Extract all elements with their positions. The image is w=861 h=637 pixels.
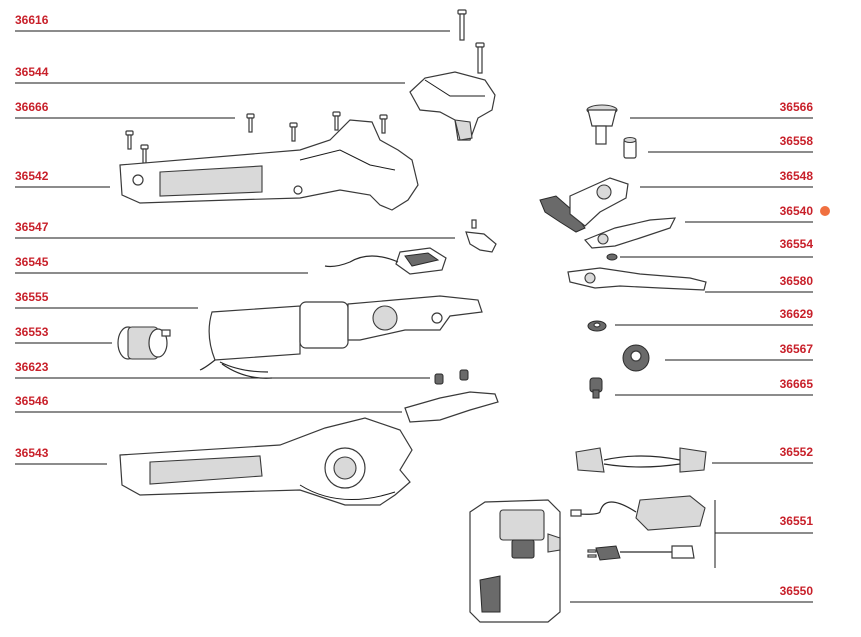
label-36558[interactable]: 36558 [780,134,814,148]
part-36545-circuit-board [324,247,447,275]
label-36554[interactable]: 36554 [780,237,814,251]
label-36546[interactable]: 36546 [15,394,49,408]
part-36665-screw [589,377,603,399]
part-36623-screws [434,369,469,385]
part-36546-trigger [404,391,499,423]
label-36629[interactable]: 36629 [780,307,814,321]
part-36554-washer [606,253,618,261]
part-36616-screws [457,9,485,74]
part-36553-connector [117,326,171,360]
label-36542[interactable]: 36542 [15,169,49,183]
part-36543-lower-housing [119,417,413,506]
part-36547-bracket [465,219,497,253]
label-36666[interactable]: 36666 [15,100,49,114]
part-36567-gear [622,344,650,372]
part-36558-bushing [623,136,637,159]
label-36552[interactable]: 36552 [780,445,814,459]
label-36540[interactable]: 36540 [780,204,814,218]
label-36566[interactable]: 36566 [780,100,814,114]
part-36552-cable [575,447,707,473]
part-36566-pivot-bolt [586,104,618,145]
part-36544-top-cover [409,71,496,141]
label-36548[interactable]: 36548 [780,169,814,183]
part-36551-charger [570,495,706,561]
part-36629-nut [587,320,607,332]
part-36555-motor-assembly [199,295,483,379]
label-36544[interactable]: 36544 [15,65,49,79]
label-36550[interactable]: 36550 [780,584,814,598]
label-36580[interactable]: 36580 [780,274,814,288]
label-36551[interactable]: 36551 [780,514,814,528]
label-36567[interactable]: 36567 [780,342,814,356]
label-36623[interactable]: 36623 [15,360,49,374]
label-36553[interactable]: 36553 [15,325,49,339]
label-36545[interactable]: 36545 [15,255,49,269]
label-36547[interactable]: 36547 [15,220,49,234]
left-callouts: 36616 36544 36666 36542 36547 36545 3655… [15,13,455,465]
part-36580-counter-blade [567,267,707,291]
label-36665[interactable]: 36665 [780,377,814,391]
part-36550-battery [469,499,561,623]
part-36542-upper-housing [119,119,419,211]
part-36540-blade [583,217,677,249]
part-36548-gear-sector [539,177,629,233]
label-36555[interactable]: 36555 [15,290,49,304]
part-36666-screws [125,111,388,164]
right-callouts: 36566 36558 36548 36540 36554 36580 3662… [570,100,830,603]
label-36543[interactable]: 36543 [15,446,49,460]
selected-part-marker [820,206,830,216]
label-36616[interactable]: 36616 [15,13,49,27]
